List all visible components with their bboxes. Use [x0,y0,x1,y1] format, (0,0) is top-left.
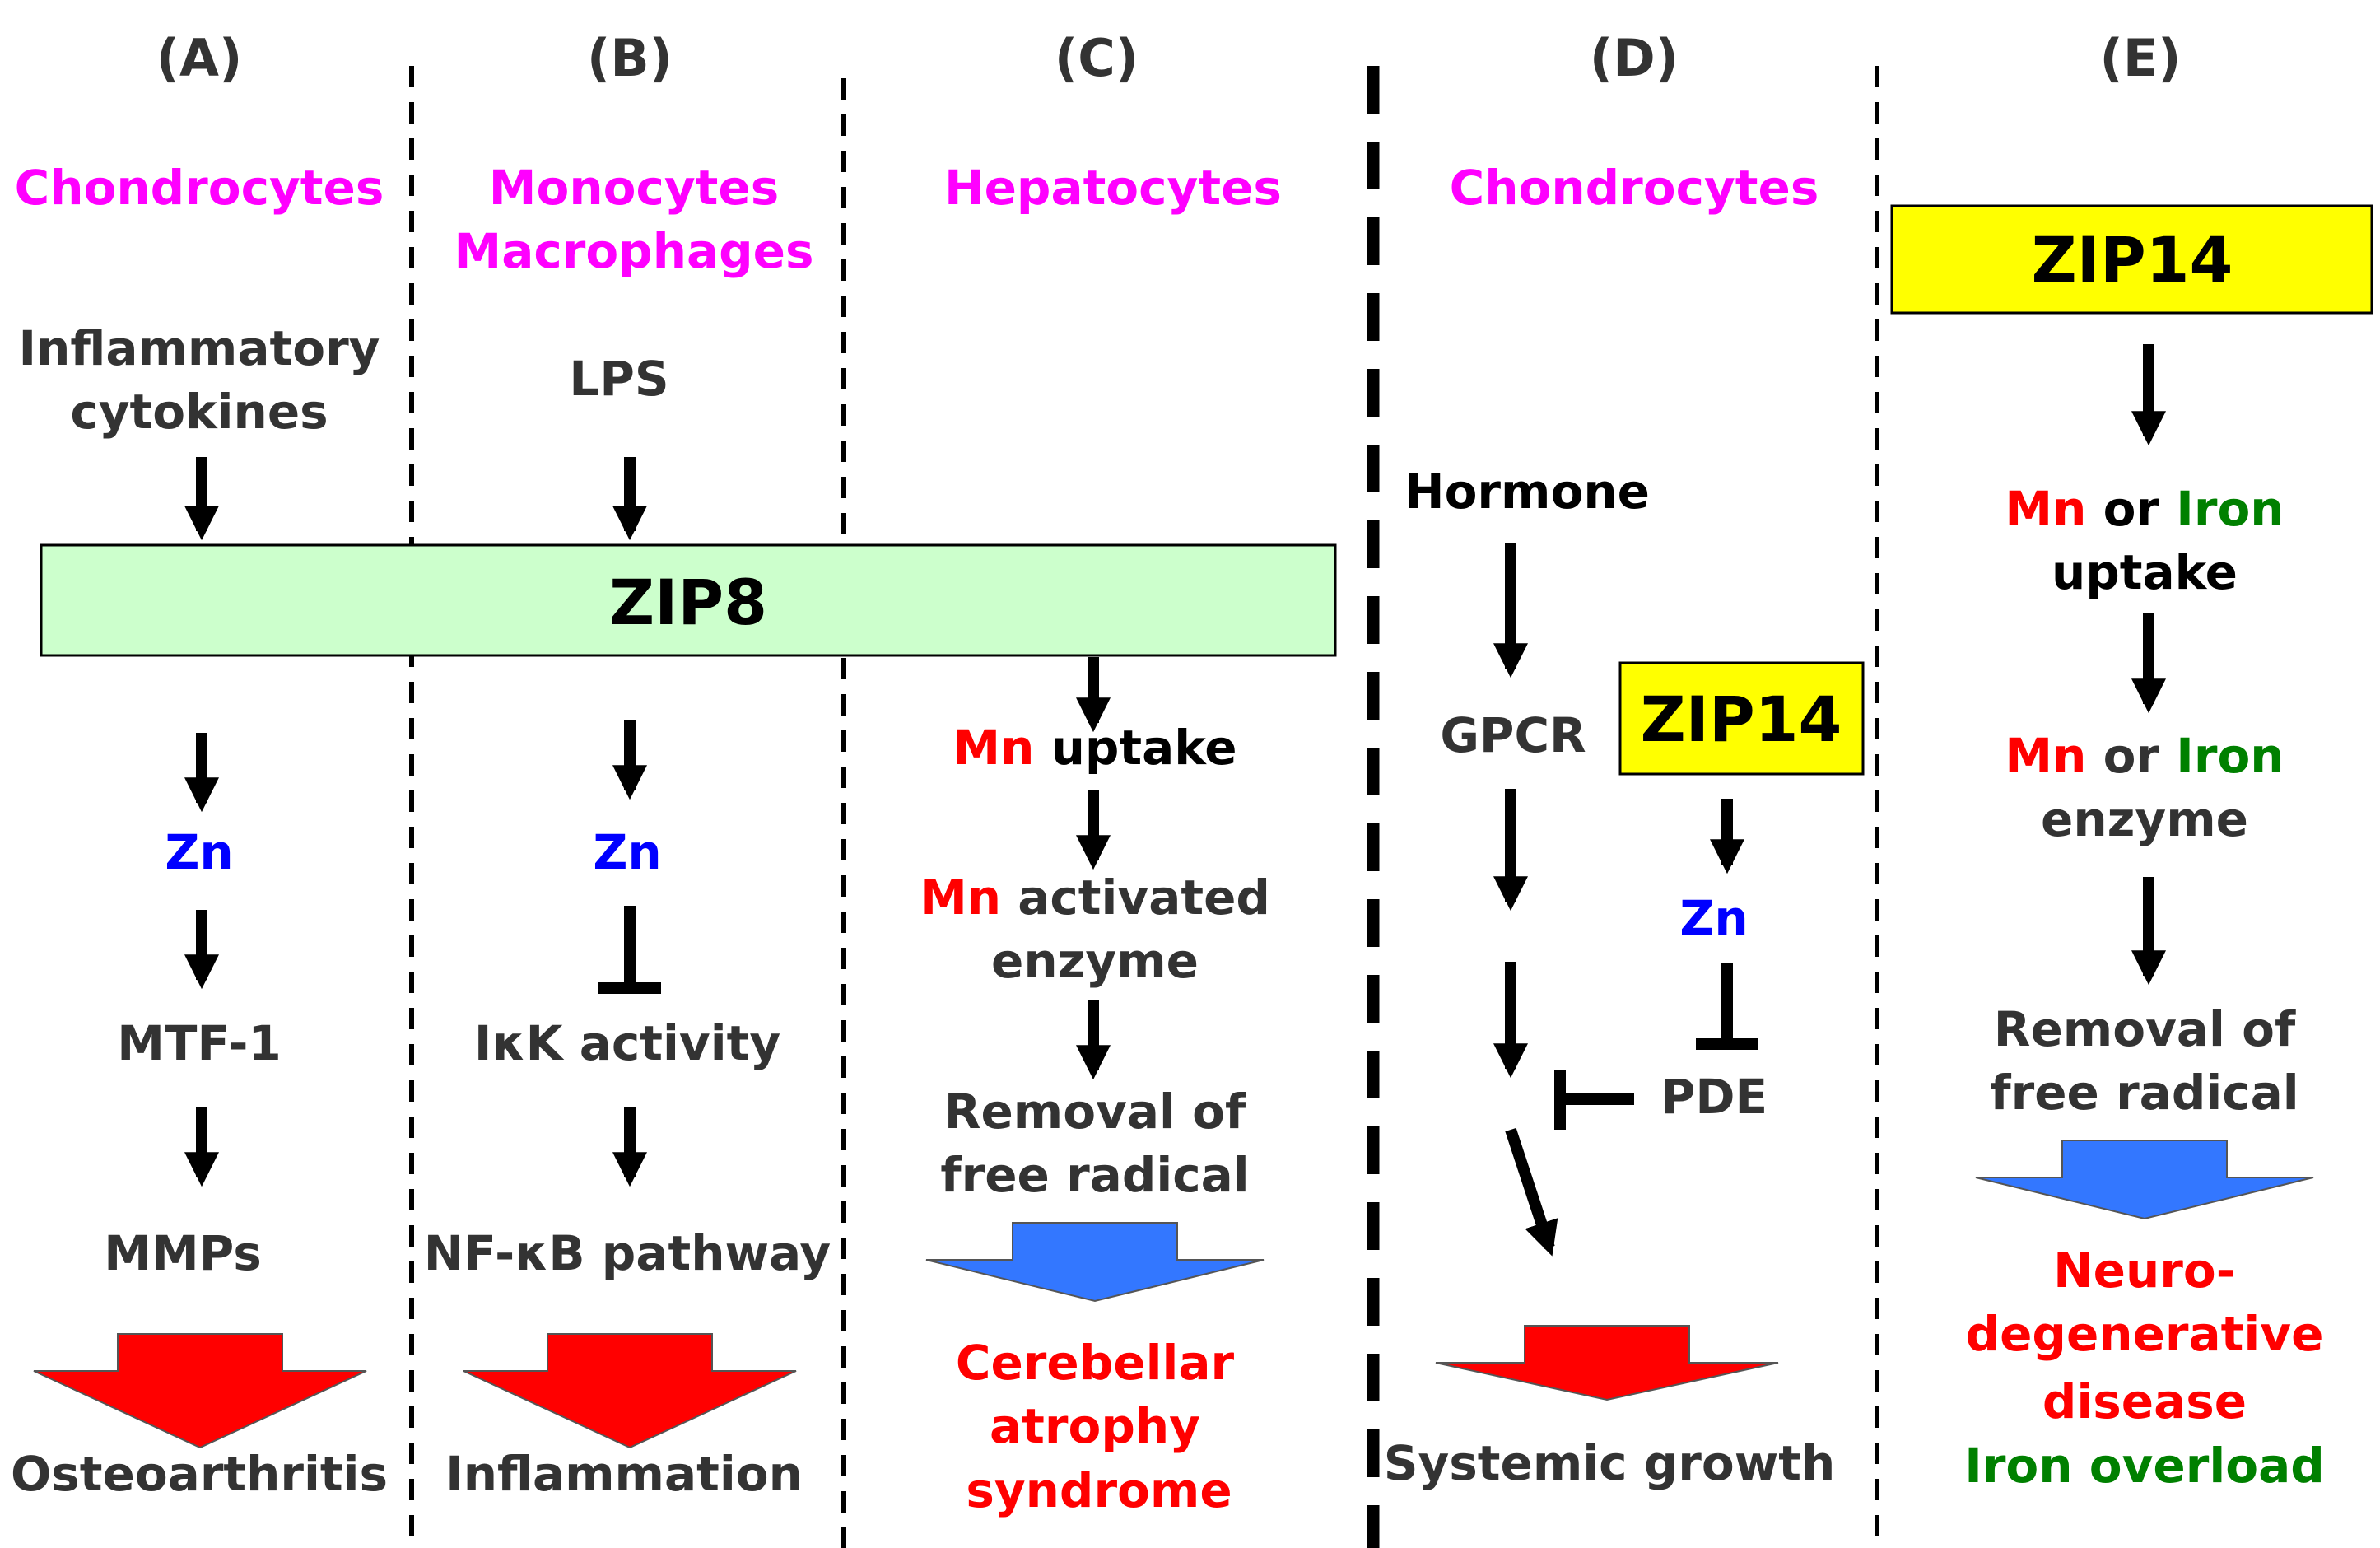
panel-a: (A) Chondrocytes Inflammatory cytokines … [11,28,388,1502]
panel-c-activated-metal: Mn [920,870,1001,926]
panel-d-heading: (D) [1590,28,1679,88]
panel-e-removal-line2: free radical [1990,1065,2298,1121]
panel-b-cell-line1: Monocytes [489,160,779,216]
panel-b-outcome-arrow [463,1333,797,1449]
panel-d-receptor: GPCR [1440,707,1586,763]
panel-e-enzyme-iron: Iron [2176,728,2284,784]
panel-c-heading: (C) [1055,28,1139,88]
panel-c-enzyme: enzyme [991,933,1199,989]
panel-e-outcome-line2: degenerative [1966,1306,2324,1362]
panel-e-outcome-line1: Neuro- [2053,1243,2236,1299]
panel-a-zn: Zn [165,824,233,880]
panel-a-outcome-arrow [33,1333,367,1449]
panel-e-enzyme-metals: Mn or Iron [2005,728,2284,784]
panel-c-uptake-metal: Mn [952,720,1034,776]
panel-b: (B) Monocytes Macrophages LPS Zn IκK act… [424,28,831,1502]
panel-e-removal-line1: Removal of [1994,1001,2296,1057]
panel-e: (E) ZIP14 Mn or Iron uptake Mn or Iron e… [1890,28,2373,1494]
panel-a-stimulus-line2: cytokines [70,384,328,440]
panel-b-heading: (B) [587,28,673,88]
panel-e-enzyme-mn: Mn [2005,728,2086,784]
panel-e-uptake-mn: Mn [2005,481,2086,537]
panel-e-zip14-box [1890,204,2373,315]
panel-d-cell: Chondrocytes [1450,160,1819,216]
panel-e-enzyme-or: or [2103,728,2160,784]
panel-e-outcome-iron-overload: Iron overload [1964,1438,2325,1494]
panel-b-step2: NF-κB pathway [424,1225,831,1281]
panel-c-uptake-row: Mn uptake [952,720,1237,776]
panel-d-hormone: Hormone [1404,464,1650,520]
panel-e-uptake-or: or [2103,481,2160,537]
panel-c-removal-line2: free radical [940,1147,1249,1203]
panel-d-zn: Zn [1679,890,1748,946]
panel-c-uptake-text: uptake [1051,720,1237,776]
panel-a-cell: Chondrocytes [15,160,384,216]
panel-c-removal-line1: Removal of [944,1084,1246,1140]
panel-e-uptake-metals: Mn or Iron [2005,481,2284,537]
panel-a-outcome: Osteoarthritis [11,1446,388,1502]
panel-c-activated-text: activated [1018,870,1270,926]
panel-d-zn-inhibit-bar [1696,963,1758,1050]
panel-e-uptake-iron: Iron [2176,481,2284,537]
panel-d: (D) Chondrocytes Hormone GPCR ZIP14 Zn P… [1384,28,1865,1491]
panel-e-outcome-arrow [1975,1140,2314,1220]
panel-d-outcome-arrow [1435,1325,1779,1401]
zip8-label: ZIP8 [609,566,767,639]
panel-b-stimulus: LPS [569,351,668,407]
panel-d-inhibitor: PDE [1660,1069,1768,1125]
panel-b-step1: IκK activity [474,1015,780,1071]
panel-c-outcome-arrow [925,1222,1265,1303]
panel-b-zn: Zn [593,824,661,880]
panel-b-inhibit-bar [598,906,661,994]
zip8-box [40,543,1337,657]
panel-a-step2: MMPs [104,1225,261,1281]
panel-c-activated-row: Mn activated [920,870,1270,926]
column-dividers [409,66,1879,1548]
panel-e-enzyme-text: enzyme [2041,791,2248,847]
panel-d-outcome: Systemic growth [1384,1435,1836,1491]
panel-d-pde-inhibit-bar [1554,1070,1634,1130]
panel-d-zip14-label: ZIP14 [1641,683,1842,756]
panel-c-outcome-line3: syndrome [966,1462,1232,1518]
panel-c-outcome-line1: Cerebellar [956,1335,1235,1391]
panel-a-heading: (A) [156,28,243,88]
panel-d-zip14-box [1618,661,1865,776]
panel-e-outcome-line3: disease [2042,1373,2247,1429]
panel-c-outcome-line2: atrophy [990,1398,1200,1454]
arrow-d-to-growth [1505,1127,1558,1257]
panel-e-zip14-label: ZIP14 [2032,223,2233,296]
panel-c: (C) Hepatocytes Mn uptake Mn activated e… [920,28,1282,1518]
panel-c-cell: Hepatocytes [944,160,1282,216]
panel-b-cell-line2: Macrophages [454,223,813,279]
panel-e-heading: (E) [2099,28,2181,88]
panel-b-outcome: Inflammation [445,1446,803,1502]
panel-a-stimulus-line1: Inflammatory [19,320,380,376]
panel-e-uptake-text: uptake [2052,544,2238,600]
panel-a-step1: MTF-1 [117,1015,282,1071]
